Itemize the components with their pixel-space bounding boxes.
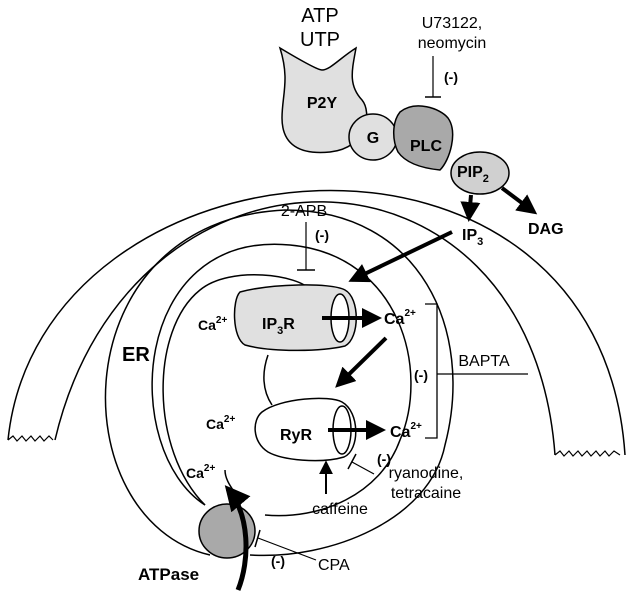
ca-base: Ca [390,424,411,441]
membrane-torn-edge-left [7,435,54,442]
membrane-torn-edge-right [554,450,621,457]
ca-sup: 2+ [224,414,236,425]
ip3r-channel [233,284,357,352]
arrow-pip2-to-dag [500,186,538,215]
ip3r-base2: R [283,316,295,333]
ca-cyt-lower: Ca2+ [390,421,422,441]
apb-label: 2-APB [281,203,327,220]
ca-sup: 2+ [410,421,422,432]
ca-er-lower: Ca2+ [186,463,215,481]
plc-label: PLC [410,138,442,155]
plc-enzyme [393,105,454,171]
ryanodine-label-1: ryanodine, [389,465,464,482]
bapta-sign: (-) [414,367,428,383]
plc-inhibitor-label-1: U73122, [422,15,483,32]
er-outer-membrane [104,209,454,557]
ca-sup: 2+ [204,463,216,474]
ryr-label: RyR [280,427,312,444]
ip3-label: IP3 [462,227,483,248]
cell-membrane-inner [54,201,556,456]
atpase-ca-uptake-arrow [224,485,251,591]
arrow-ip3-to-ip3r [348,230,453,283]
cell-membrane-outer [7,189,626,456]
pip2 [450,151,510,195]
ryanodine-label-2: tetracaine [391,485,461,502]
ip3r-sub: 3 [277,325,283,337]
arrow-ca-to-ryr [335,336,388,388]
ca-base: Ca [198,317,216,333]
ryr-channel [254,397,357,462]
ip3r-base1: IP [262,316,277,333]
caffeine-label: caffeine [312,501,368,518]
arrow-pip2-to-ip3 [460,194,481,222]
apb-inhibition-sign: (-) [315,227,329,243]
p2y-receptor [278,46,368,154]
pip2-sub: 2 [483,173,489,185]
ca-base: Ca [384,311,405,328]
ca-sup: 2+ [404,308,416,319]
er-lumen-inner-loop [162,274,311,506]
ligand-atp: ATP [301,5,338,27]
ryanodine-inhibition-bar [347,453,357,470]
dag-label: DAG [528,221,564,238]
ca-base: Ca [206,416,224,432]
p2y-label: P2Y [307,95,338,112]
ligand-utp: UTP [300,29,340,51]
er-label: ER [122,344,150,366]
cpa-inhibition-bar [254,529,261,548]
ip3-base: IP [462,227,477,244]
bapta-bracket [425,303,438,439]
g-protein-label: G [367,130,379,147]
cpa-sign: (-) [271,553,285,569]
plc-inhibitor-label-2: neomycin [418,35,486,52]
ca-er-middle: Ca2+ [206,414,235,432]
ca-cyt-upper: Ca2+ [384,308,416,328]
bapta-label: BAPTA [458,353,510,370]
cpa-label: CPA [318,557,350,574]
pip2-base: PIP [457,164,483,181]
plc-inhibition-sign: (-) [444,69,458,85]
er-connector-upper [263,354,273,406]
ca-sup: 2+ [216,315,228,326]
atpase-label: ATPase [138,565,199,584]
ca-base: Ca [186,465,204,481]
ryanodine-sign: (-) [377,451,391,467]
ip3-sub: 3 [477,236,483,248]
ryanodine-inhibition-line [351,461,375,475]
cpa-inhibition-line [257,537,317,561]
ip3r-label: IP3R [262,316,295,337]
ca-er-upper: Ca2+ [198,315,227,333]
pip2-label: PIP2 [457,164,489,185]
